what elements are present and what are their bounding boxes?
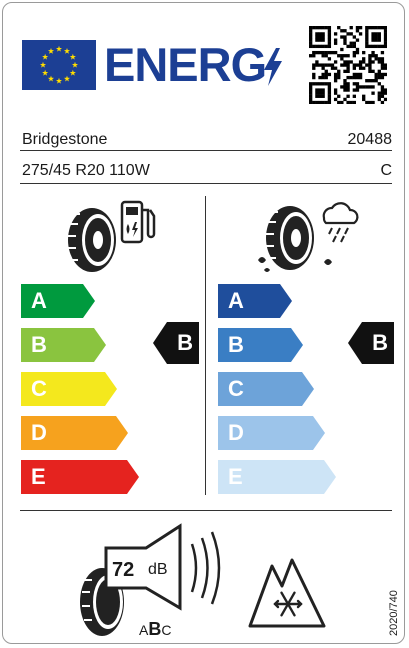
fuel-class-d: D bbox=[21, 416, 128, 450]
eu-flag-logo bbox=[22, 40, 96, 90]
three-peak-mountain-snowflake-icon bbox=[248, 558, 326, 628]
eu-star-icon bbox=[69, 53, 76, 60]
wet-grip-class-arrow bbox=[218, 372, 314, 406]
fuel-rating-indicator: B bbox=[153, 322, 199, 364]
eu-star-icon bbox=[63, 47, 71, 54]
wet-grip-class-e: E bbox=[218, 460, 336, 494]
eu-star-icon bbox=[42, 69, 49, 76]
eu-star-icon bbox=[55, 77, 63, 84]
eu-star-icon bbox=[71, 61, 79, 68]
fuel-class-arrow bbox=[21, 372, 117, 406]
eu-star-icon bbox=[55, 45, 63, 52]
divider-3 bbox=[20, 510, 392, 511]
type-identifier: 20488 bbox=[347, 131, 393, 148]
wet-grip-class-arrow bbox=[218, 416, 325, 450]
fuel-class-arrow bbox=[21, 460, 139, 494]
noise-value: 72 bbox=[112, 559, 135, 581]
wet-grip-rating-value: B bbox=[372, 330, 388, 355]
fuel-class-label: B bbox=[31, 332, 47, 357]
eu-stars-icon bbox=[39, 45, 79, 84]
fuel-class-b: B bbox=[21, 328, 106, 362]
wet-grip-rating-indicator: B bbox=[348, 322, 394, 364]
wet-grip-class-a: A bbox=[218, 284, 292, 318]
tyre-size: 275/45 R20 110W bbox=[22, 162, 150, 179]
wet-grip-class-label: A bbox=[228, 288, 244, 313]
energy-title: ENERG bbox=[104, 38, 267, 91]
fuel-class-label: E bbox=[31, 464, 46, 489]
divider-1 bbox=[20, 150, 392, 151]
noise-class-c: C bbox=[161, 622, 172, 638]
tyre-fuel-pump-icon bbox=[68, 200, 156, 272]
wet-grip-class-arrow bbox=[218, 460, 336, 494]
eu-star-icon bbox=[42, 53, 49, 60]
eu-star-icon bbox=[47, 47, 55, 54]
noise-class-b: B bbox=[148, 619, 162, 639]
regulation-number: 2020/740 bbox=[388, 590, 400, 636]
wet-grip-class-d: D bbox=[218, 416, 325, 450]
noise-class-a: A bbox=[139, 622, 149, 638]
wet-grip-class-arrow bbox=[218, 328, 303, 362]
wet-grip-rating-arrow bbox=[348, 322, 394, 364]
eu-star-icon bbox=[47, 75, 55, 82]
vertical-divider bbox=[205, 196, 206, 495]
fuel-class-arrow bbox=[21, 284, 95, 318]
fuel-rating-arrow bbox=[153, 322, 199, 364]
divider-2 bbox=[20, 183, 392, 184]
wet-grip-class-label: C bbox=[228, 376, 244, 401]
fuel-rating-value: B bbox=[177, 330, 193, 355]
fuel-class-label: D bbox=[31, 420, 47, 445]
noise-unit: dB bbox=[148, 561, 168, 578]
noise-class-scale: ABC bbox=[139, 619, 171, 640]
tyre-speaker-icon bbox=[80, 523, 221, 636]
fuel-class-label: C bbox=[31, 376, 47, 401]
fuel-class-e: E bbox=[21, 460, 139, 494]
wet-grip-class-label: B bbox=[228, 332, 244, 357]
wet-grip-class-label: E bbox=[228, 464, 243, 489]
fuel-class-arrow bbox=[21, 328, 106, 362]
fuel-class-a: A bbox=[21, 284, 95, 318]
eu-star-icon bbox=[69, 69, 76, 76]
supplier-name: Bridgestone bbox=[22, 131, 108, 148]
fuel-class-c: C bbox=[21, 372, 117, 406]
wet-grip-class-c: C bbox=[218, 372, 314, 406]
lightning-bolt-icon bbox=[264, 48, 282, 86]
eu-star-icon bbox=[39, 61, 47, 68]
qr-code[interactable] bbox=[309, 26, 387, 104]
tyre-class: C bbox=[380, 162, 392, 179]
fuel-class-arrow bbox=[21, 416, 128, 450]
wet-grip-class-b: B bbox=[218, 328, 303, 362]
tyre-rain-cloud-icon bbox=[258, 202, 359, 272]
wet-grip-class-arrow bbox=[218, 284, 292, 318]
label-frame bbox=[2, 2, 405, 644]
fuel-class-label: A bbox=[31, 288, 47, 313]
eu-star-icon bbox=[63, 75, 71, 82]
wet-grip-class-label: D bbox=[228, 420, 244, 445]
